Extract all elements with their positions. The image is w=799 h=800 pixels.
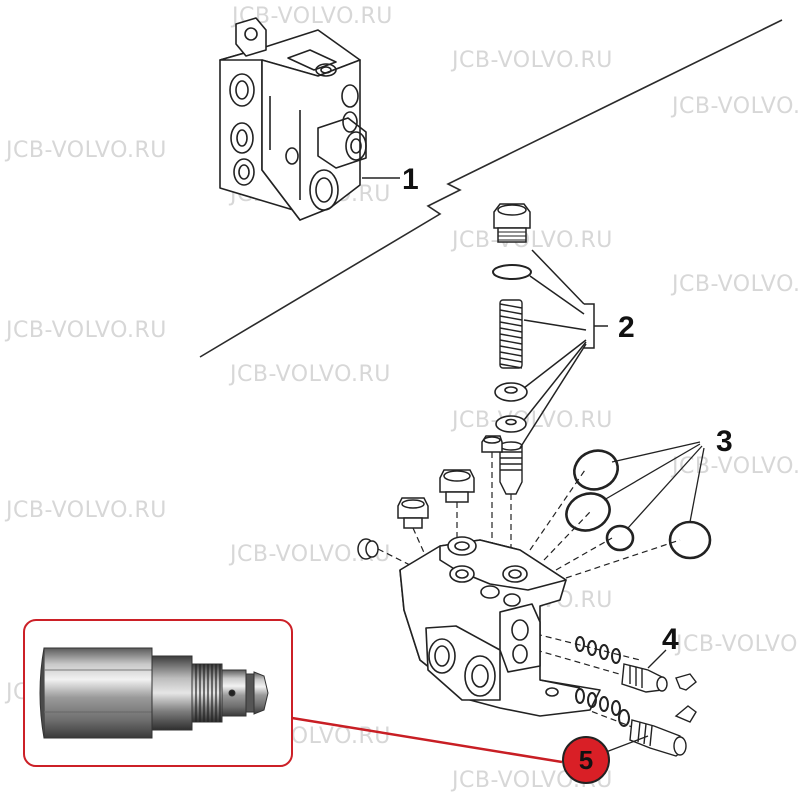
- plug-large: [439, 469, 475, 503]
- callout-5-badge: 5: [562, 736, 610, 784]
- watermark: JCB-VOLVO.RU: [230, 362, 391, 387]
- spring: [499, 299, 523, 369]
- watermark: JCB-VOLVO.RU: [672, 94, 799, 119]
- watermark: JCB-VOLVO.RU: [6, 138, 167, 163]
- plug-small: [481, 435, 503, 453]
- washer-small: [495, 415, 527, 433]
- cartridge-photo: [39, 647, 269, 739]
- leader-5-part: [605, 735, 649, 753]
- leader-4: [647, 649, 667, 669]
- callout-2: 2: [618, 311, 635, 344]
- seal-rings: [575, 636, 630, 727]
- clip-upper: [675, 673, 697, 691]
- valve-block: [399, 536, 601, 717]
- o-rings-3: [565, 449, 712, 560]
- leader-5: [291, 716, 563, 764]
- relief-valve-cartridge: [629, 719, 687, 757]
- plug-medium: [397, 497, 429, 529]
- o-ring: [492, 264, 532, 280]
- washer: [494, 382, 528, 402]
- watermark: JCB-VOLVO.RU: [672, 272, 799, 297]
- watermark: JCB-VOLVO.RU: [452, 48, 613, 73]
- callout-3: 3: [716, 425, 733, 458]
- leaders-3: [603, 441, 705, 529]
- relief-cap: [493, 203, 531, 243]
- callout-4: 4: [662, 623, 679, 656]
- watermark: JCB-VOLVO.RU: [6, 318, 167, 343]
- watermark: JCB-VOLVO.RU: [6, 498, 167, 523]
- poppet: [499, 441, 523, 495]
- watermark: JCB-VOLVO.RU: [676, 632, 799, 657]
- clip-lower: [674, 705, 697, 723]
- plug-side: [357, 538, 379, 560]
- callout-1: 1: [402, 163, 419, 196]
- cartridge-4: [621, 663, 668, 693]
- valve-section-body: [219, 17, 367, 221]
- bracket-2: [519, 249, 608, 449]
- watermark: JCB-VOLVO.RU: [672, 454, 799, 479]
- watermark: JCB-VOLVO.RU: [452, 228, 613, 253]
- section-break-line: [199, 19, 783, 358]
